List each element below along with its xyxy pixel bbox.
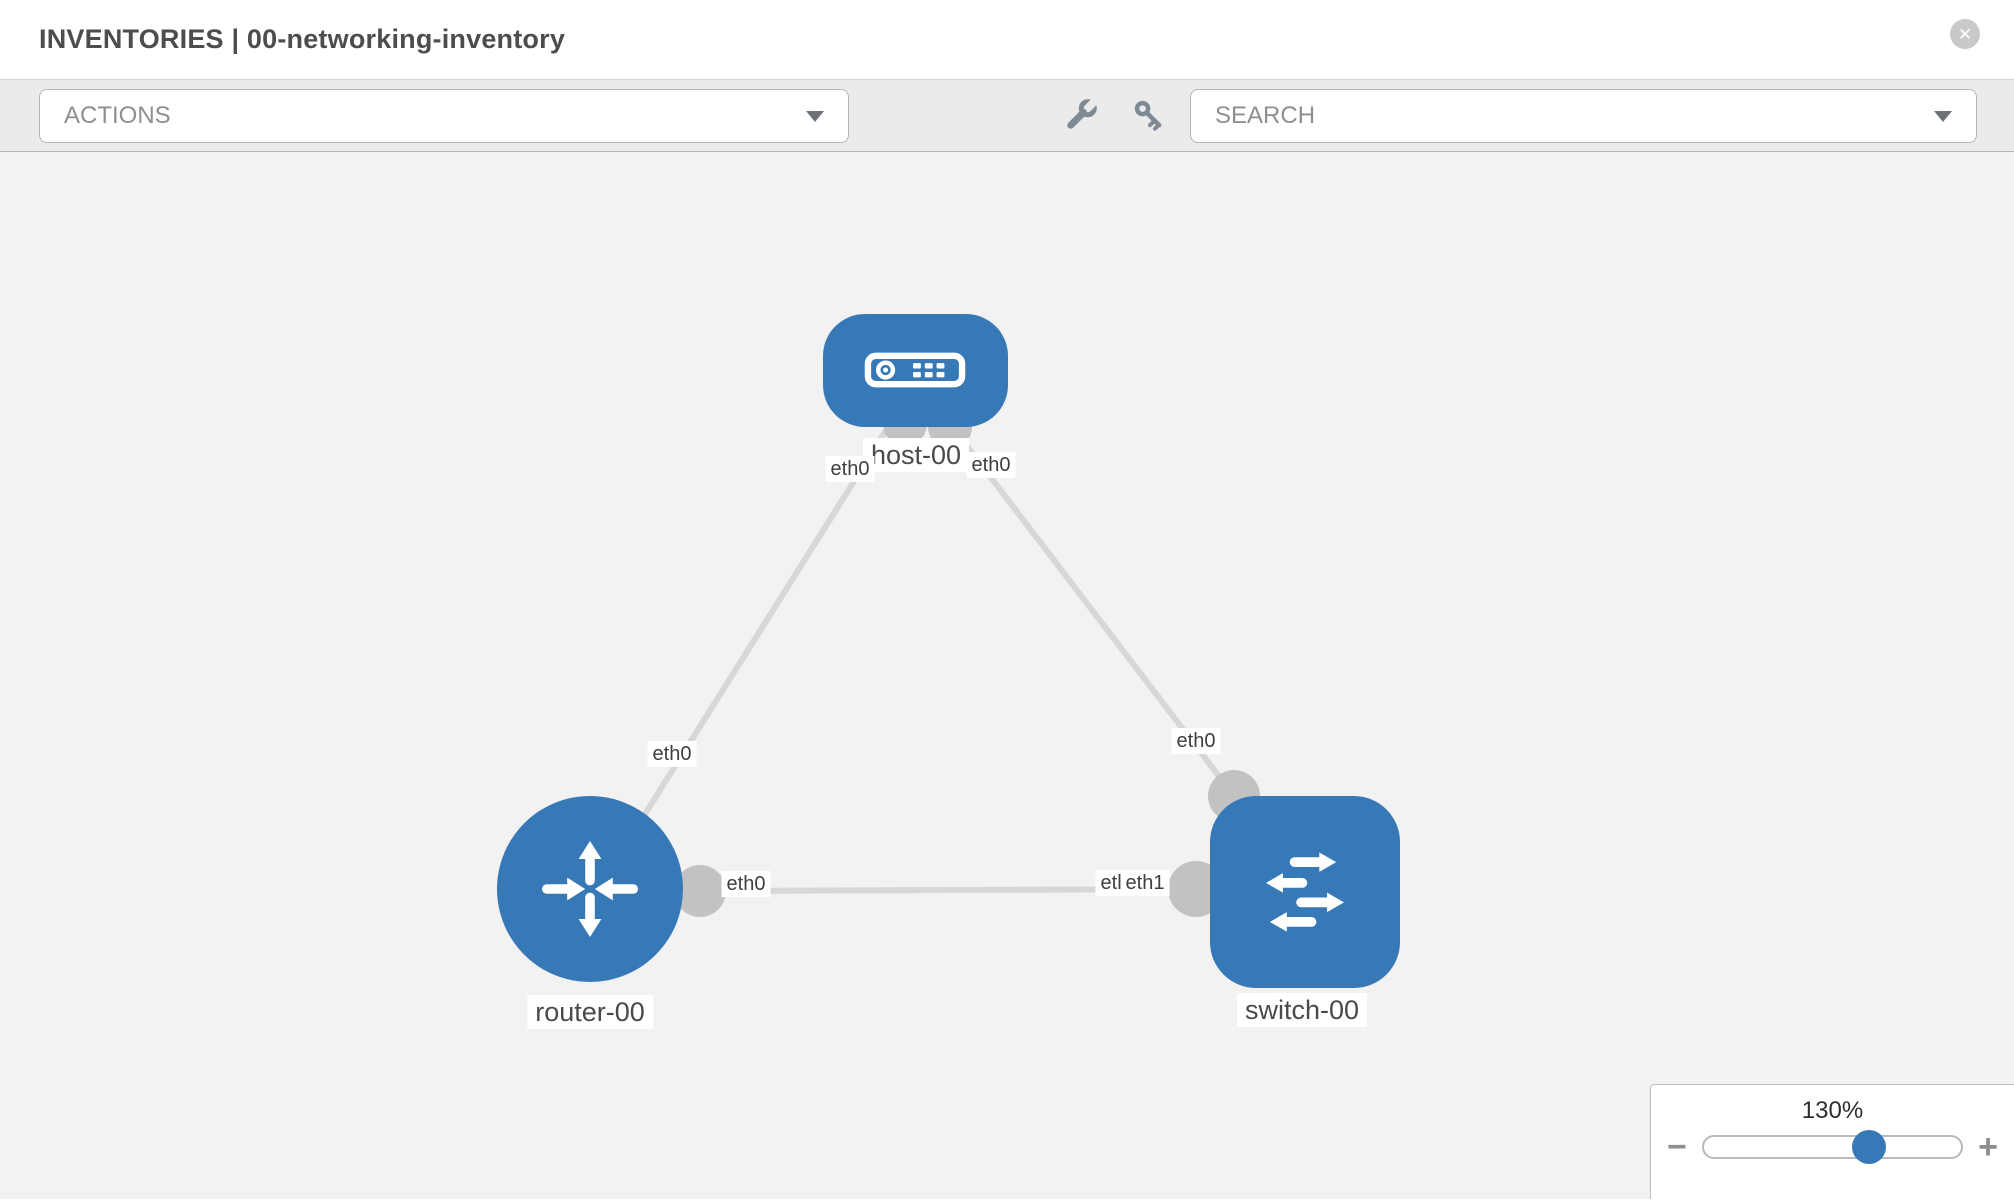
zoom-slider-handle[interactable]: [1851, 1130, 1886, 1164]
search-dropdown-label: SEARCH: [1215, 102, 1316, 129]
node-host-00[interactable]: [822, 313, 1008, 427]
zoom-slider-row: − +: [1651, 1130, 2014, 1164]
zoom-out-button[interactable]: −: [1667, 1128, 1687, 1166]
zoom-level: 130%: [1801, 1097, 1864, 1124]
toolbar: ACTIONS SEARCH: [0, 80, 2014, 152]
router-icon: [542, 841, 638, 937]
switch-icon: [1266, 852, 1344, 932]
toolbar-tools: [1060, 89, 1170, 143]
node-switch-00[interactable]: [1210, 796, 1400, 988]
node-label-host-00: host-00: [862, 438, 970, 472]
interface-label: eth0: [966, 452, 1016, 478]
close-button[interactable]: ✕: [1950, 19, 1980, 49]
port-circle[interactable]: [674, 865, 726, 917]
chevron-down-icon: [806, 110, 824, 122]
interface-label: eth1: [1120, 870, 1170, 896]
zoom-slider-track[interactable]: [1701, 1130, 1964, 1164]
host-icon: [864, 352, 966, 388]
page-title: INVENTORIES | 00-networking-inventory: [39, 24, 566, 54]
actions-dropdown-label: ACTIONS: [64, 102, 171, 129]
actions-dropdown[interactable]: ACTIONS: [39, 89, 849, 143]
zoom-in-button[interactable]: +: [1978, 1128, 1998, 1166]
wrench-icon[interactable]: [1060, 96, 1100, 136]
close-icon: ✕: [1957, 24, 1973, 44]
interface-label: eth0: [825, 456, 875, 482]
zoom-panel: 130% − +: [1650, 1084, 2014, 1199]
interface-label: eth0: [1171, 728, 1221, 754]
link-host-00-router-00[interactable]: [615, 422, 893, 859]
link-layer: [615, 402, 1260, 917]
node-router-00[interactable]: [497, 796, 683, 982]
chevron-down-icon: [1934, 110, 1952, 122]
topology-canvas[interactable]: 130% − + host-00 router-00 switch-00 eth0 et…: [0, 152, 2014, 1199]
key-icon[interactable]: [1130, 96, 1170, 136]
interface-label: eth0: [721, 871, 771, 897]
header: INVENTORIES | 00-networking-inventory ✕: [0, 0, 2014, 80]
node-label-router-00: router-00: [527, 995, 653, 1029]
search-dropdown[interactable]: SEARCH: [1190, 89, 1977, 143]
node-label-switch-00: switch-00: [1236, 993, 1368, 1027]
interface-label: eth0: [647, 741, 697, 767]
